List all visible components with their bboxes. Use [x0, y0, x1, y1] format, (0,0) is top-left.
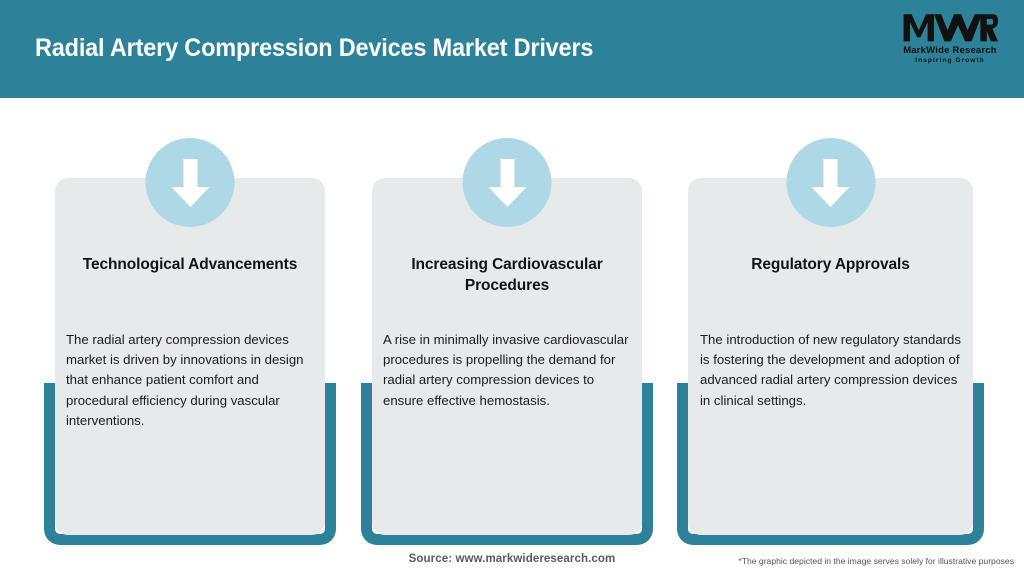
- arrow-down-glyph: [811, 158, 850, 207]
- header-band: Radial Artery Compression Devices Market…: [0, 0, 1024, 98]
- card-panel-2: [372, 178, 642, 535]
- logo-tagline: Inspiring Growth: [915, 57, 985, 64]
- card-body-2: A rise in minimally invasive cardiovascu…: [383, 332, 629, 408]
- arrow-down-icon: [786, 138, 875, 227]
- card-title-1: Technological Advancements: [82, 256, 298, 273]
- card-title-2: Increasing Cardiovascular Procedures: [411, 256, 603, 295]
- arrow-down-icon: [145, 138, 235, 227]
- card-backing-accent-1: [44, 383, 336, 545]
- page-title: Radial Artery Compression Devices Market…: [35, 33, 594, 62]
- logo-company-name: MarkWide Research: [903, 45, 997, 56]
- brand-logo: MarkWide Research Inspiring Growth: [894, 10, 1006, 68]
- card-backing-accent-3: [677, 383, 984, 545]
- arrow-down-glyph: [488, 158, 526, 207]
- card-title-3: Regulatory Approvals: [751, 256, 910, 273]
- footer-disclaimer-text: *The graphic depicted in the image serve…: [738, 556, 1014, 566]
- card-panel-1: [55, 178, 325, 535]
- card-backing-accent-2: [361, 383, 653, 545]
- arrow-down-glyph: [171, 158, 209, 207]
- arrow-down-icon: [462, 138, 552, 227]
- card-panel-3: [688, 178, 973, 535]
- footer-source-text: Source: www.markwideresearch.com: [408, 553, 616, 565]
- card-body-1: The radial artery compression devices ma…: [66, 332, 304, 428]
- card-body-3: The introduction of new regulatory stand…: [700, 332, 961, 408]
- mwr-logo-icon: [903, 14, 998, 42]
